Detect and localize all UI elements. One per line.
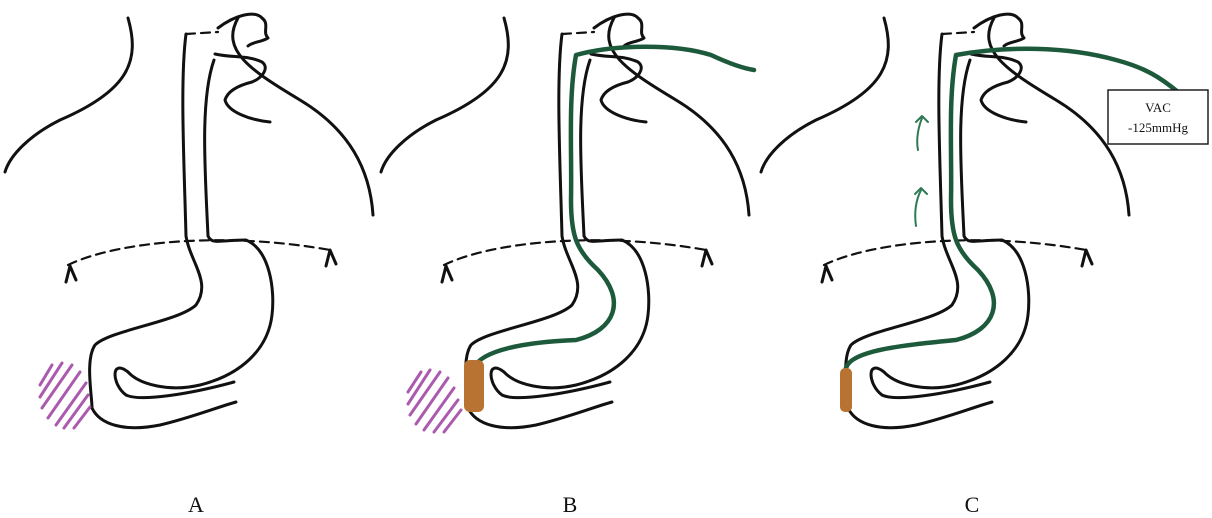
vac-sponge-b (464, 360, 484, 412)
panel-c (761, 14, 1178, 428)
anatomy-outline-b (381, 14, 749, 428)
vac-device-line2: -125mmHg (1128, 120, 1188, 135)
panel-b (381, 14, 754, 432)
flow-arrow-lower (915, 188, 927, 226)
flow-arrow-upper (916, 116, 928, 150)
leak-hatch-a (40, 363, 90, 428)
anatomy-outline-c (761, 14, 1129, 428)
panel-label-b: B (563, 492, 578, 517)
panel-a (5, 14, 373, 428)
leak-hatch-b (408, 370, 461, 432)
vac-device: VAC -125mmHg (1108, 90, 1208, 144)
vac-device-box (1108, 90, 1208, 144)
vac-sponge-c (840, 368, 852, 412)
panel-label-c: C (965, 492, 980, 517)
panel-label-a: A (188, 492, 204, 517)
vac-device-line1: VAC (1145, 100, 1171, 115)
vac-tube-b (474, 47, 754, 368)
